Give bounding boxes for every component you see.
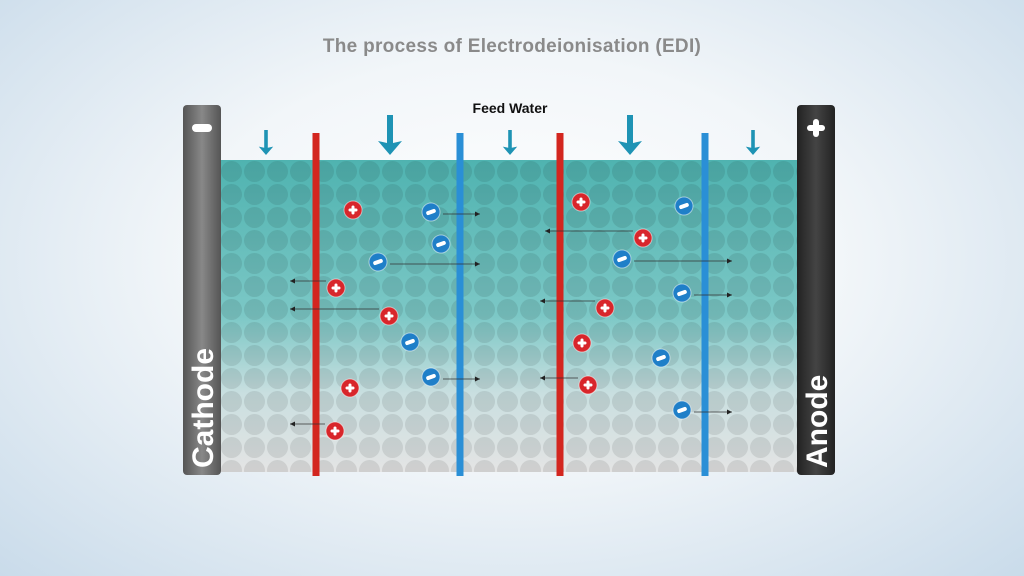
migration-arrow <box>443 376 480 382</box>
anion-icon <box>672 400 692 420</box>
cation-icon <box>578 375 598 395</box>
plus-icon <box>807 119 825 137</box>
cation-icon <box>343 200 363 220</box>
anion-icon <box>674 196 694 216</box>
cation-icon <box>571 192 591 212</box>
feed-down-arrow-icon <box>502 130 518 155</box>
cation-exchange-membrane <box>556 133 564 476</box>
cation-icon <box>572 333 592 353</box>
cation-icon <box>340 378 360 398</box>
anion-icon <box>651 348 671 368</box>
migration-arrow <box>634 258 732 264</box>
cathode-electrode: Cathode <box>183 105 221 475</box>
cathode-label: Cathode <box>187 348 220 468</box>
anode-electrode: Anode <box>797 105 835 475</box>
migration-arrow <box>694 292 732 298</box>
cation-icon <box>595 298 615 318</box>
anion-icon <box>431 234 451 254</box>
cation-exchange-membrane <box>312 133 320 476</box>
migration-arrow <box>290 278 326 284</box>
migration-arrow <box>540 298 595 304</box>
diagram-title: The process of Electrodeionisation (EDI) <box>322 36 702 57</box>
anion-icon <box>672 283 692 303</box>
anion-exchange-membrane <box>701 133 709 476</box>
cation-icon <box>325 421 345 441</box>
minus-icon <box>192 124 212 132</box>
anion-exchange-membrane <box>456 133 464 476</box>
migration-arrow <box>694 409 732 415</box>
anion-icon <box>421 367 441 387</box>
resin-beads <box>220 160 798 472</box>
migration-arrow <box>290 306 379 312</box>
migration-arrow <box>540 375 578 381</box>
feed-down-arrow-icon <box>258 130 274 155</box>
feed-down-arrow-icon <box>618 115 642 155</box>
anion-icon <box>400 332 420 352</box>
cation-icon <box>379 306 399 326</box>
migration-arrow <box>390 261 480 267</box>
anion-icon <box>368 252 388 272</box>
feed-water-label: Feed Water <box>472 100 548 116</box>
anode-label: Anode <box>801 375 834 468</box>
anion-icon <box>421 202 441 222</box>
cation-icon <box>633 228 653 248</box>
migration-arrow <box>443 211 480 217</box>
anion-icon <box>612 249 632 269</box>
migration-arrow <box>545 228 633 234</box>
cation-icon <box>326 278 346 298</box>
feed-down-arrow-icon <box>745 130 761 155</box>
migration-arrow <box>290 421 325 427</box>
feed-down-arrow-icon <box>378 115 402 155</box>
